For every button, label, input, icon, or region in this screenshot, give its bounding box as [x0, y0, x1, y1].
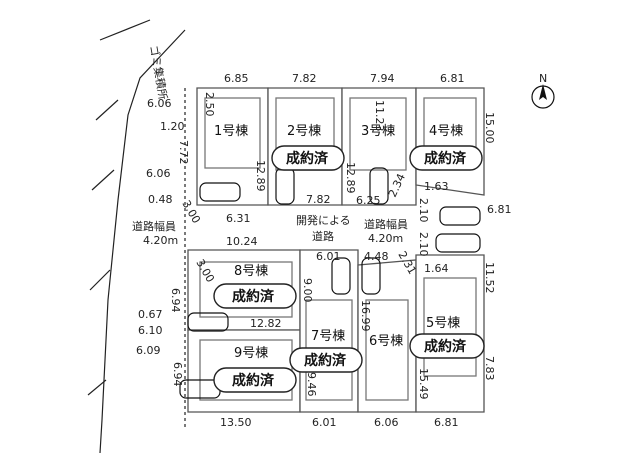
- lot-3[interactable]: [341, 87, 417, 206]
- dimension-label: 成約済: [424, 150, 467, 167]
- dimension-label: 15.00: [483, 112, 496, 144]
- dimension-label: 成約済: [304, 352, 347, 369]
- dimension-label: 6.01: [316, 250, 341, 263]
- dimension-label: 16.99: [359, 300, 372, 332]
- lot-2-label: 2号棟: [287, 124, 321, 139]
- dimension-label: 6.09: [136, 344, 161, 357]
- dimension-label: 7.72: [177, 140, 190, 165]
- sold-badge-lot-8: 成約済: [213, 283, 297, 309]
- car-icons: [179, 167, 481, 399]
- dimension-label: 15.49: [417, 368, 430, 400]
- dimension-label: 6.10: [138, 324, 163, 337]
- lot-6-label: 6号棟: [369, 334, 403, 349]
- dimension-label: 7.82: [306, 193, 331, 206]
- dimension-label: 11.52: [483, 262, 496, 294]
- dimension-label: 6.81: [487, 203, 512, 216]
- lot-4-label: 4号棟: [429, 124, 463, 139]
- dimension-label: 7.82: [292, 72, 317, 85]
- dimension-label: 13.50: [220, 416, 252, 429]
- dimension-label: 1.63: [424, 180, 449, 193]
- dimension-label: 6.94: [171, 362, 184, 387]
- sold-badge-lot-2: 成約済: [271, 145, 345, 171]
- road-width-left-line1: 道路幅員: [132, 219, 176, 233]
- dimension-label: 6.81: [434, 416, 459, 429]
- road-width-left-line2: 4.20m: [143, 234, 178, 247]
- dev-road-label-line1: 開発による: [296, 213, 351, 227]
- lot-1-label: 1号棟: [214, 124, 248, 139]
- lot-5-label: 5号棟: [426, 316, 460, 331]
- north-compass-icon: N: [531, 72, 555, 109]
- dimension-label: 6.85: [224, 72, 249, 85]
- lot-3-label: 3号棟: [361, 124, 395, 139]
- dimension-label: 成約済: [232, 372, 275, 389]
- lot-8-label: 8号棟: [234, 264, 268, 279]
- dimension-label: 成約済: [286, 150, 329, 167]
- dimension-label: 2.10: [417, 198, 430, 223]
- sold-badge-lot-9: 成約済: [213, 367, 297, 393]
- dimension-label: 成約済: [232, 288, 275, 305]
- sold-badge-lot-7: 成約済: [289, 347, 363, 373]
- dimension-label: 6.06: [146, 167, 171, 180]
- dimension-label: 0.48: [148, 193, 173, 206]
- road-width-right-line1: 道路幅員: [364, 217, 408, 231]
- sold-badge-lot-4: 成約済: [409, 145, 483, 171]
- dimension-label: 0.67: [138, 308, 163, 321]
- dimension-label: 6.06: [374, 416, 399, 429]
- public-road-edges: [87, 19, 186, 453]
- dimension-label: 7.94: [370, 72, 395, 85]
- road-width-right-line2: 4.20m: [368, 232, 403, 245]
- dimension-label: 1.20: [160, 120, 185, 133]
- dimension-label: 10.24: [226, 235, 258, 248]
- dimension-label: 2.50: [203, 92, 216, 117]
- dimension-label: 11.23: [373, 100, 386, 132]
- dimension-label: 6.01: [312, 416, 337, 429]
- dimension-label: 2.10: [417, 232, 430, 257]
- dimension-label: 7.83: [483, 356, 496, 381]
- dimension-label: 6.31: [226, 212, 251, 225]
- dimension-label: 成約済: [424, 338, 467, 355]
- dimension-label: 6.06: [147, 97, 172, 110]
- garbage-station-label: ゴミ集積所: [147, 44, 170, 101]
- sold-badge-lot-5: 成約済: [409, 333, 485, 359]
- lot-4[interactable]: [415, 87, 485, 196]
- lot-7-label: 7号棟: [311, 329, 345, 344]
- dimension-label: 6.81: [440, 72, 465, 85]
- dimension-label: 9.46: [305, 372, 318, 397]
- dimension-label: 1.64: [424, 262, 449, 275]
- dimension-label: 6.94: [169, 288, 182, 313]
- dimension-label: 12.89: [344, 162, 357, 194]
- lot-9-label: 9号棟: [234, 346, 268, 361]
- dimension-label: 12.89: [254, 160, 267, 192]
- dev-road-label-line2: 道路: [312, 229, 334, 243]
- dimension-label: 12.82: [250, 317, 282, 330]
- dimension-label: 6.25: [356, 194, 381, 207]
- dimension-label: 9.00: [301, 278, 314, 303]
- compass-label: N: [539, 72, 547, 85]
- dimension-label: 4.48: [364, 250, 389, 263]
